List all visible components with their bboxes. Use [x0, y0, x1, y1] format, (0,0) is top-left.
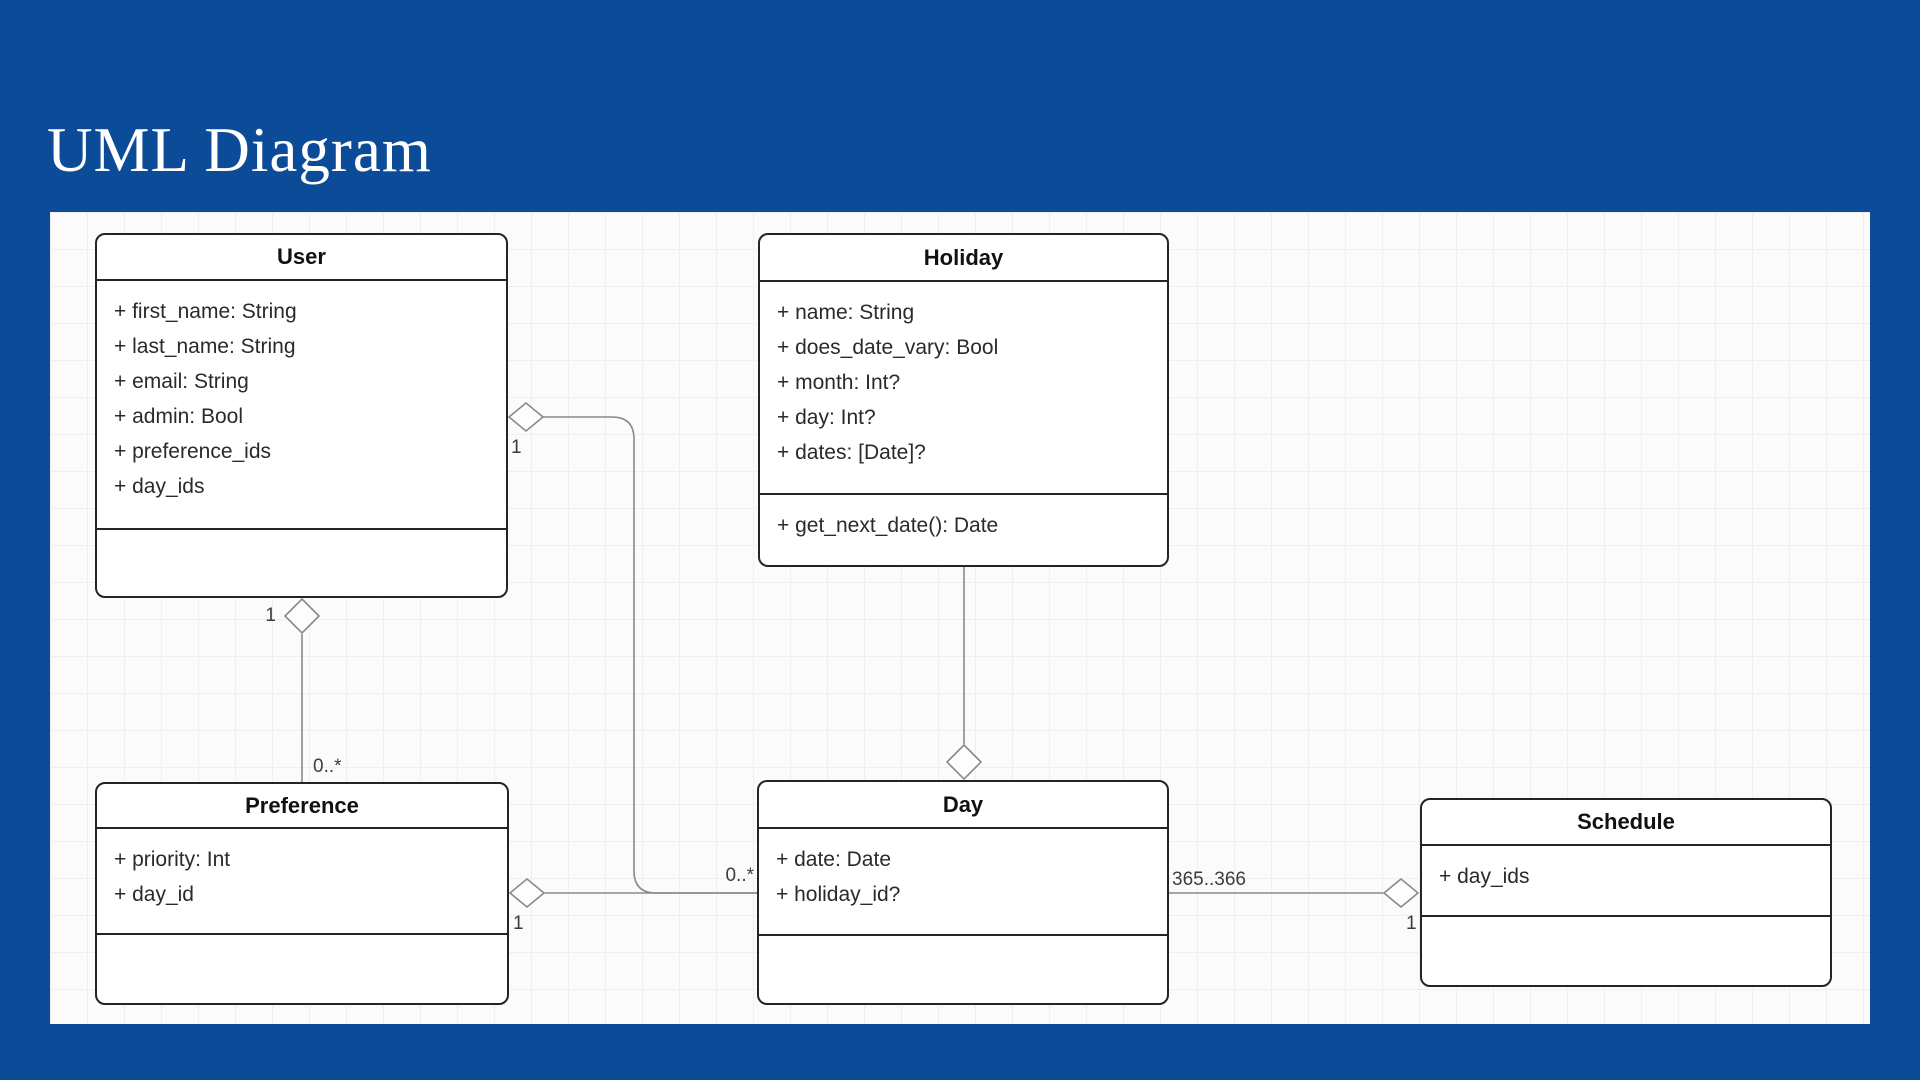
class-attributes: + name: String + does_date_vary: Bool + mo… [760, 282, 1167, 495]
multiplicity-label: 1 [265, 605, 276, 626]
connector-layer: 1 0..* 1 0..* 1 365..366 1 [265, 401, 1420, 934]
member-row: + admin: Bool [114, 405, 243, 428]
class-methods [97, 530, 506, 596]
aggregation-diamond-user-preference [283, 597, 321, 635]
class-title: Preference [97, 784, 507, 829]
class-methods [759, 936, 1167, 1003]
member-row: + preference_ids [114, 440, 272, 463]
aggregation-diamond-day-schedule [1382, 877, 1420, 909]
member-row: + priority: Int [114, 848, 231, 871]
multiplicity-label: 1 [511, 437, 522, 458]
class-methods [1422, 917, 1830, 985]
class-title: User [97, 235, 506, 281]
member-row: + month: Int? [777, 371, 901, 394]
member-row: + day: Int? [777, 406, 876, 429]
member-row: + first_name: String [114, 300, 297, 323]
edge-user-day [543, 416, 757, 894]
multiplicity-label: 0..* [313, 756, 342, 777]
member-row: + get_next_date(): Date [777, 514, 999, 537]
member-row: + does_date_vary: Bool [777, 336, 999, 359]
multiplicity-label: 0..* [725, 865, 754, 886]
aggregation-diamond-preference-day [508, 877, 546, 909]
aggregation-diamond-user-day [507, 401, 545, 433]
member-row: + date: Date [776, 848, 891, 871]
multiplicity-label: 365..366 [1172, 869, 1246, 890]
member-row: + holiday_id? [776, 883, 901, 906]
class-attributes: + priority: Int + day_id [97, 829, 507, 935]
class-methods: + get_next_date(): Date [760, 495, 1167, 565]
page-title: UML Diagram [47, 115, 432, 186]
member-row: + day_ids [1439, 865, 1530, 888]
multiplicity-label: 1 [513, 913, 524, 934]
multiplicity-label: 1 [1406, 913, 1417, 934]
class-methods [97, 935, 507, 1003]
member-row: + name: String [777, 301, 915, 324]
class-attributes: + first_name: String + last_name: String +… [97, 281, 506, 530]
class-box-user[interactable]: User + first_name: String + last_name: St… [95, 233, 508, 598]
class-box-holiday[interactable]: Holiday + name: String + does_date_vary: … [758, 233, 1169, 567]
aggregation-diamond-holiday-day [945, 743, 983, 781]
class-attributes: + day_ids [1422, 846, 1830, 917]
member-row: + day_id [114, 883, 194, 906]
member-row: + email: String [114, 370, 249, 393]
diagram-canvas: 1 0..* 1 0..* 1 365..366 1 User + first_… [50, 212, 1870, 1024]
class-title: Holiday [760, 235, 1167, 282]
member-row: + day_ids [114, 475, 205, 498]
member-row: + last_name: String [114, 335, 296, 358]
class-box-day[interactable]: Day + date: Date + holiday_id? [757, 780, 1169, 1005]
class-title: Schedule [1422, 800, 1830, 846]
class-title: Day [759, 782, 1167, 829]
class-box-preference[interactable]: Preference + priority: Int + day_id [95, 782, 509, 1005]
class-attributes: + date: Date + holiday_id? [759, 829, 1167, 936]
member-row: + dates: [Date]? [777, 441, 926, 464]
class-box-schedule[interactable]: Schedule + day_ids [1420, 798, 1832, 987]
